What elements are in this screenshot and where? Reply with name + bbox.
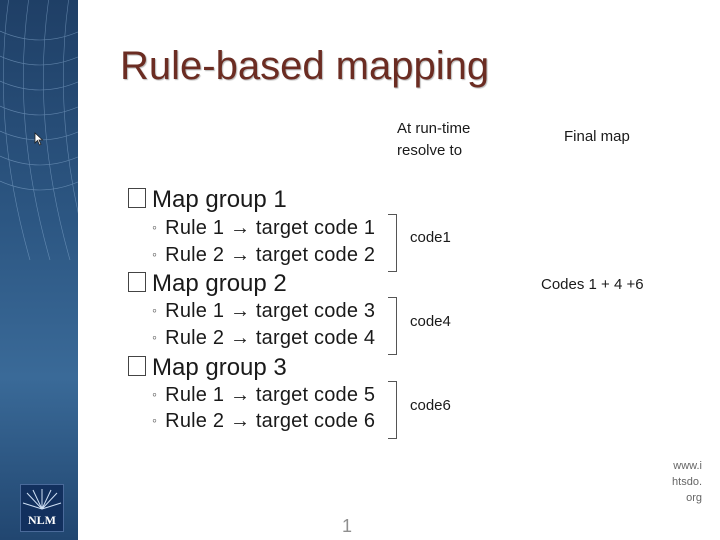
decorative-sidebar bbox=[0, 0, 78, 540]
checkbox-square-icon bbox=[128, 272, 146, 292]
map-group-1: Map group 1 bbox=[128, 186, 287, 214]
circle-bullet-icon: ◦ bbox=[152, 412, 158, 428]
checkbox-square-icon bbox=[128, 188, 146, 208]
map-group-label: Map group 3 bbox=[152, 354, 287, 381]
circle-bullet-icon: ◦ bbox=[152, 329, 158, 345]
checkbox-square-icon bbox=[128, 356, 146, 376]
final-map-value: Codes 1 + 4 +6 bbox=[541, 276, 644, 293]
circle-bullet-icon: ◦ bbox=[152, 246, 158, 262]
resolved-code: code6 bbox=[410, 397, 451, 414]
resolve-header: At run-time resolve to bbox=[397, 120, 471, 159]
group-bracket bbox=[388, 214, 397, 272]
rule-item: ◦ Rule 1 → target code 5 bbox=[152, 384, 375, 407]
nlm-logo: NLM bbox=[20, 484, 64, 532]
rule-text: Rule 2 → target code 6 bbox=[165, 410, 376, 432]
resolved-code: code4 bbox=[410, 313, 451, 330]
rule-text: Rule 1 → target code 1 bbox=[165, 217, 376, 239]
map-group-label: Map group 1 bbox=[152, 186, 287, 213]
map-group-3: Map group 3 bbox=[128, 354, 287, 382]
circle-bullet-icon: ◦ bbox=[152, 219, 158, 235]
slide-title: Rule-based mapping bbox=[120, 44, 490, 88]
map-group-label: Map group 2 bbox=[152, 270, 287, 297]
circle-bullet-icon: ◦ bbox=[152, 386, 158, 402]
rule-item: ◦ Rule 2 → target code 2 bbox=[152, 244, 375, 267]
rule-item: ◦ Rule 1 → target code 1 bbox=[152, 217, 375, 240]
circle-bullet-icon: ◦ bbox=[152, 302, 158, 318]
globe-mesh-graphic bbox=[0, 0, 78, 261]
map-group-2: Map group 2 bbox=[128, 270, 287, 298]
group-bracket bbox=[388, 381, 397, 439]
page-number: 1 bbox=[342, 516, 353, 536]
rule-text: Rule 2 → target code 2 bbox=[165, 244, 376, 266]
rule-text: Rule 1 → target code 3 bbox=[165, 300, 376, 322]
footer-url: www.ihtsdo.org bbox=[672, 460, 702, 504]
resolved-code: code1 bbox=[410, 229, 451, 246]
mouse-pointer-icon bbox=[34, 132, 44, 146]
group-bracket bbox=[388, 297, 397, 355]
rule-item: ◦ Rule 1 → target code 3 bbox=[152, 300, 375, 323]
rule-text: Rule 1 → target code 5 bbox=[165, 384, 376, 406]
final-map-header: Final map bbox=[564, 128, 630, 145]
rule-item: ◦ Rule 2 → target code 6 bbox=[152, 410, 375, 433]
starburst-icon bbox=[22, 489, 62, 510]
rule-item: ◦ Rule 2 → target code 4 bbox=[152, 327, 375, 350]
logo-text: NLM bbox=[28, 513, 56, 527]
rule-text: Rule 2 → target code 4 bbox=[165, 327, 376, 349]
